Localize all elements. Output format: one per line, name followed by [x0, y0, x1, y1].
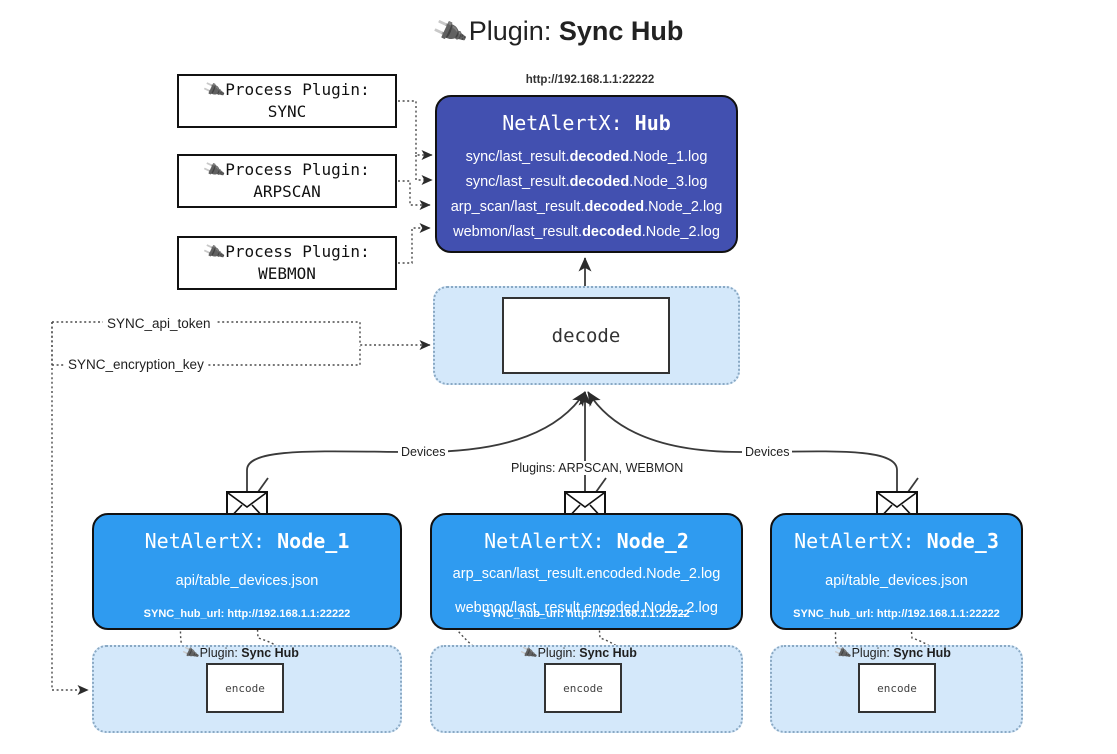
hub-log-line: webmon/last_result.decoded.Node_2.log	[437, 220, 736, 245]
plug-icon: 🔌	[518, 642, 539, 663]
process-plugin-name: WEBMON	[258, 264, 316, 283]
plug-icon: 🔌	[201, 77, 227, 103]
node-title: NetAlertX: Node_2	[432, 529, 741, 553]
hub-log-line: sync/last_result.decoded.Node_1.log	[437, 145, 736, 170]
node-title-prefix: NetAlertX:	[794, 529, 915, 553]
node-title: NetAlertX: Node_1	[94, 529, 400, 553]
log-post: .Node_2.log	[644, 198, 723, 215]
process-plugin-label: Process Plugin:	[225, 80, 370, 100]
log-pre: webmon/last_result.	[453, 223, 583, 240]
plug-icon: 🔌	[201, 157, 227, 183]
node-footer: SYNC_hub_url: http://192.168.1.1:22222	[793, 608, 1000, 620]
edge-label-devices-right: Devices	[742, 445, 793, 459]
log-bold: decoded	[584, 198, 645, 215]
node-title-name: Node_2	[616, 529, 689, 553]
node-box-node-2[interactable]: NetAlertX: Node_2 arp_scan/last_result.e…	[430, 513, 743, 630]
node-title: NetAlertX: Node_3	[772, 529, 1021, 553]
node-box-node-3[interactable]: NetAlertX: Node_3 api/table_devices.json…	[770, 513, 1023, 630]
plug-icon: 🔌	[832, 642, 853, 663]
plug-icon: 🔌	[201, 239, 227, 265]
hub-title: NetAlertX: Hub	[437, 111, 736, 135]
plug-icon: 🔌	[429, 13, 469, 51]
process-plugin-arpscan[interactable]: 🔌Process Plugin: ARPSCAN	[177, 154, 397, 208]
encode-label-prefix: Plugin:	[199, 646, 238, 660]
node-title-name: Node_3	[926, 529, 999, 553]
hub-log-line: sync/last_result.decoded.Node_3.log	[437, 170, 736, 195]
node-footer: SYNC_hub_url: http://192.168.1.1:22222	[143, 608, 351, 620]
process-plugin-webmon[interactable]: 🔌Process Plugin: WEBMON	[177, 236, 397, 290]
process-plugin-sync[interactable]: 🔌Process Plugin: SYNC	[177, 74, 397, 128]
node-title-prefix: NetAlertX:	[484, 529, 605, 553]
encode-label-name: Sync Hub	[241, 646, 299, 660]
title-prefix: Plugin:	[468, 16, 552, 46]
log-post: .Node_2.log	[641, 223, 720, 240]
log-pre: sync/last_result.	[465, 173, 570, 190]
hub-title-prefix: NetAlertX:	[502, 111, 623, 135]
encode-box-node-1[interactable]: encode	[206, 663, 284, 713]
node-line: api/table_devices.json	[175, 573, 319, 589]
log-bold: decoded	[569, 149, 630, 165]
log-post: .Node_3.log	[629, 173, 708, 190]
log-bold: decoded	[569, 173, 630, 190]
node-box-node-1[interactable]: NetAlertX: Node_1 api/table_devices.json…	[92, 513, 402, 630]
encode-plugin-label: 🔌Plugin: Sync Hub	[180, 642, 299, 663]
node-footer: SYNC_hub_url: http://192.168.1.1:22222	[483, 608, 690, 620]
encode-plugin-label: 🔌Plugin: Sync Hub	[518, 642, 637, 663]
plug-icon: 🔌	[180, 642, 201, 663]
encode-label-name: Sync Hub	[893, 646, 951, 660]
sync-api-token-label: SYNC_api_token	[103, 316, 215, 331]
decode-box[interactable]: decode	[502, 297, 670, 374]
node-title-name: Node_1	[277, 529, 350, 553]
encode-box-node-3[interactable]: encode	[858, 663, 936, 713]
hub-url-label: http://192.168.1.1:22222	[525, 74, 655, 86]
hub-log-line: arp_scan/last_result.decoded.Node_2.log	[437, 195, 736, 220]
encode-label-prefix: Plugin:	[851, 646, 890, 660]
node-title-prefix: NetAlertX:	[144, 529, 266, 553]
process-plugin-name: ARPSCAN	[253, 182, 321, 201]
encode-label-prefix: Plugin:	[537, 646, 576, 660]
log-pre: arp_scan/last_result.	[450, 198, 585, 215]
process-plugin-name: SYNC	[267, 102, 307, 121]
node-line: arp_scan/last_result.encoded.Node_2.log	[452, 566, 721, 582]
sync-encryption-key-label: SYNC_encryption_key	[64, 357, 208, 372]
encode-box-node-2[interactable]: encode	[544, 663, 622, 713]
hub-box[interactable]: NetAlertX: Hub sync/last_result.decoded.…	[435, 95, 738, 253]
page-title: 🔌Plugin: Sync Hub	[0, 14, 1117, 51]
title-name: Sync Hub	[558, 16, 684, 46]
node-line: api/table_devices.json	[825, 573, 968, 589]
log-pre: sync/last_result.	[465, 149, 570, 165]
log-post: .Node_1.log	[629, 149, 708, 165]
encode-label-name: Sync Hub	[579, 646, 637, 660]
log-bold: decoded	[582, 223, 642, 240]
process-plugin-label: Process Plugin:	[225, 242, 370, 262]
hub-title-name: Hub	[634, 111, 671, 135]
edge-label-devices-left: Devices	[398, 445, 449, 459]
node-line: webmon/last_result.encoded.Node_2.log	[455, 600, 718, 617]
edge-label-plugins: Plugins: ARPSCAN, WEBMON	[508, 461, 687, 475]
encode-plugin-label: 🔌Plugin: Sync Hub	[832, 642, 951, 663]
process-plugin-label: Process Plugin:	[225, 160, 370, 180]
